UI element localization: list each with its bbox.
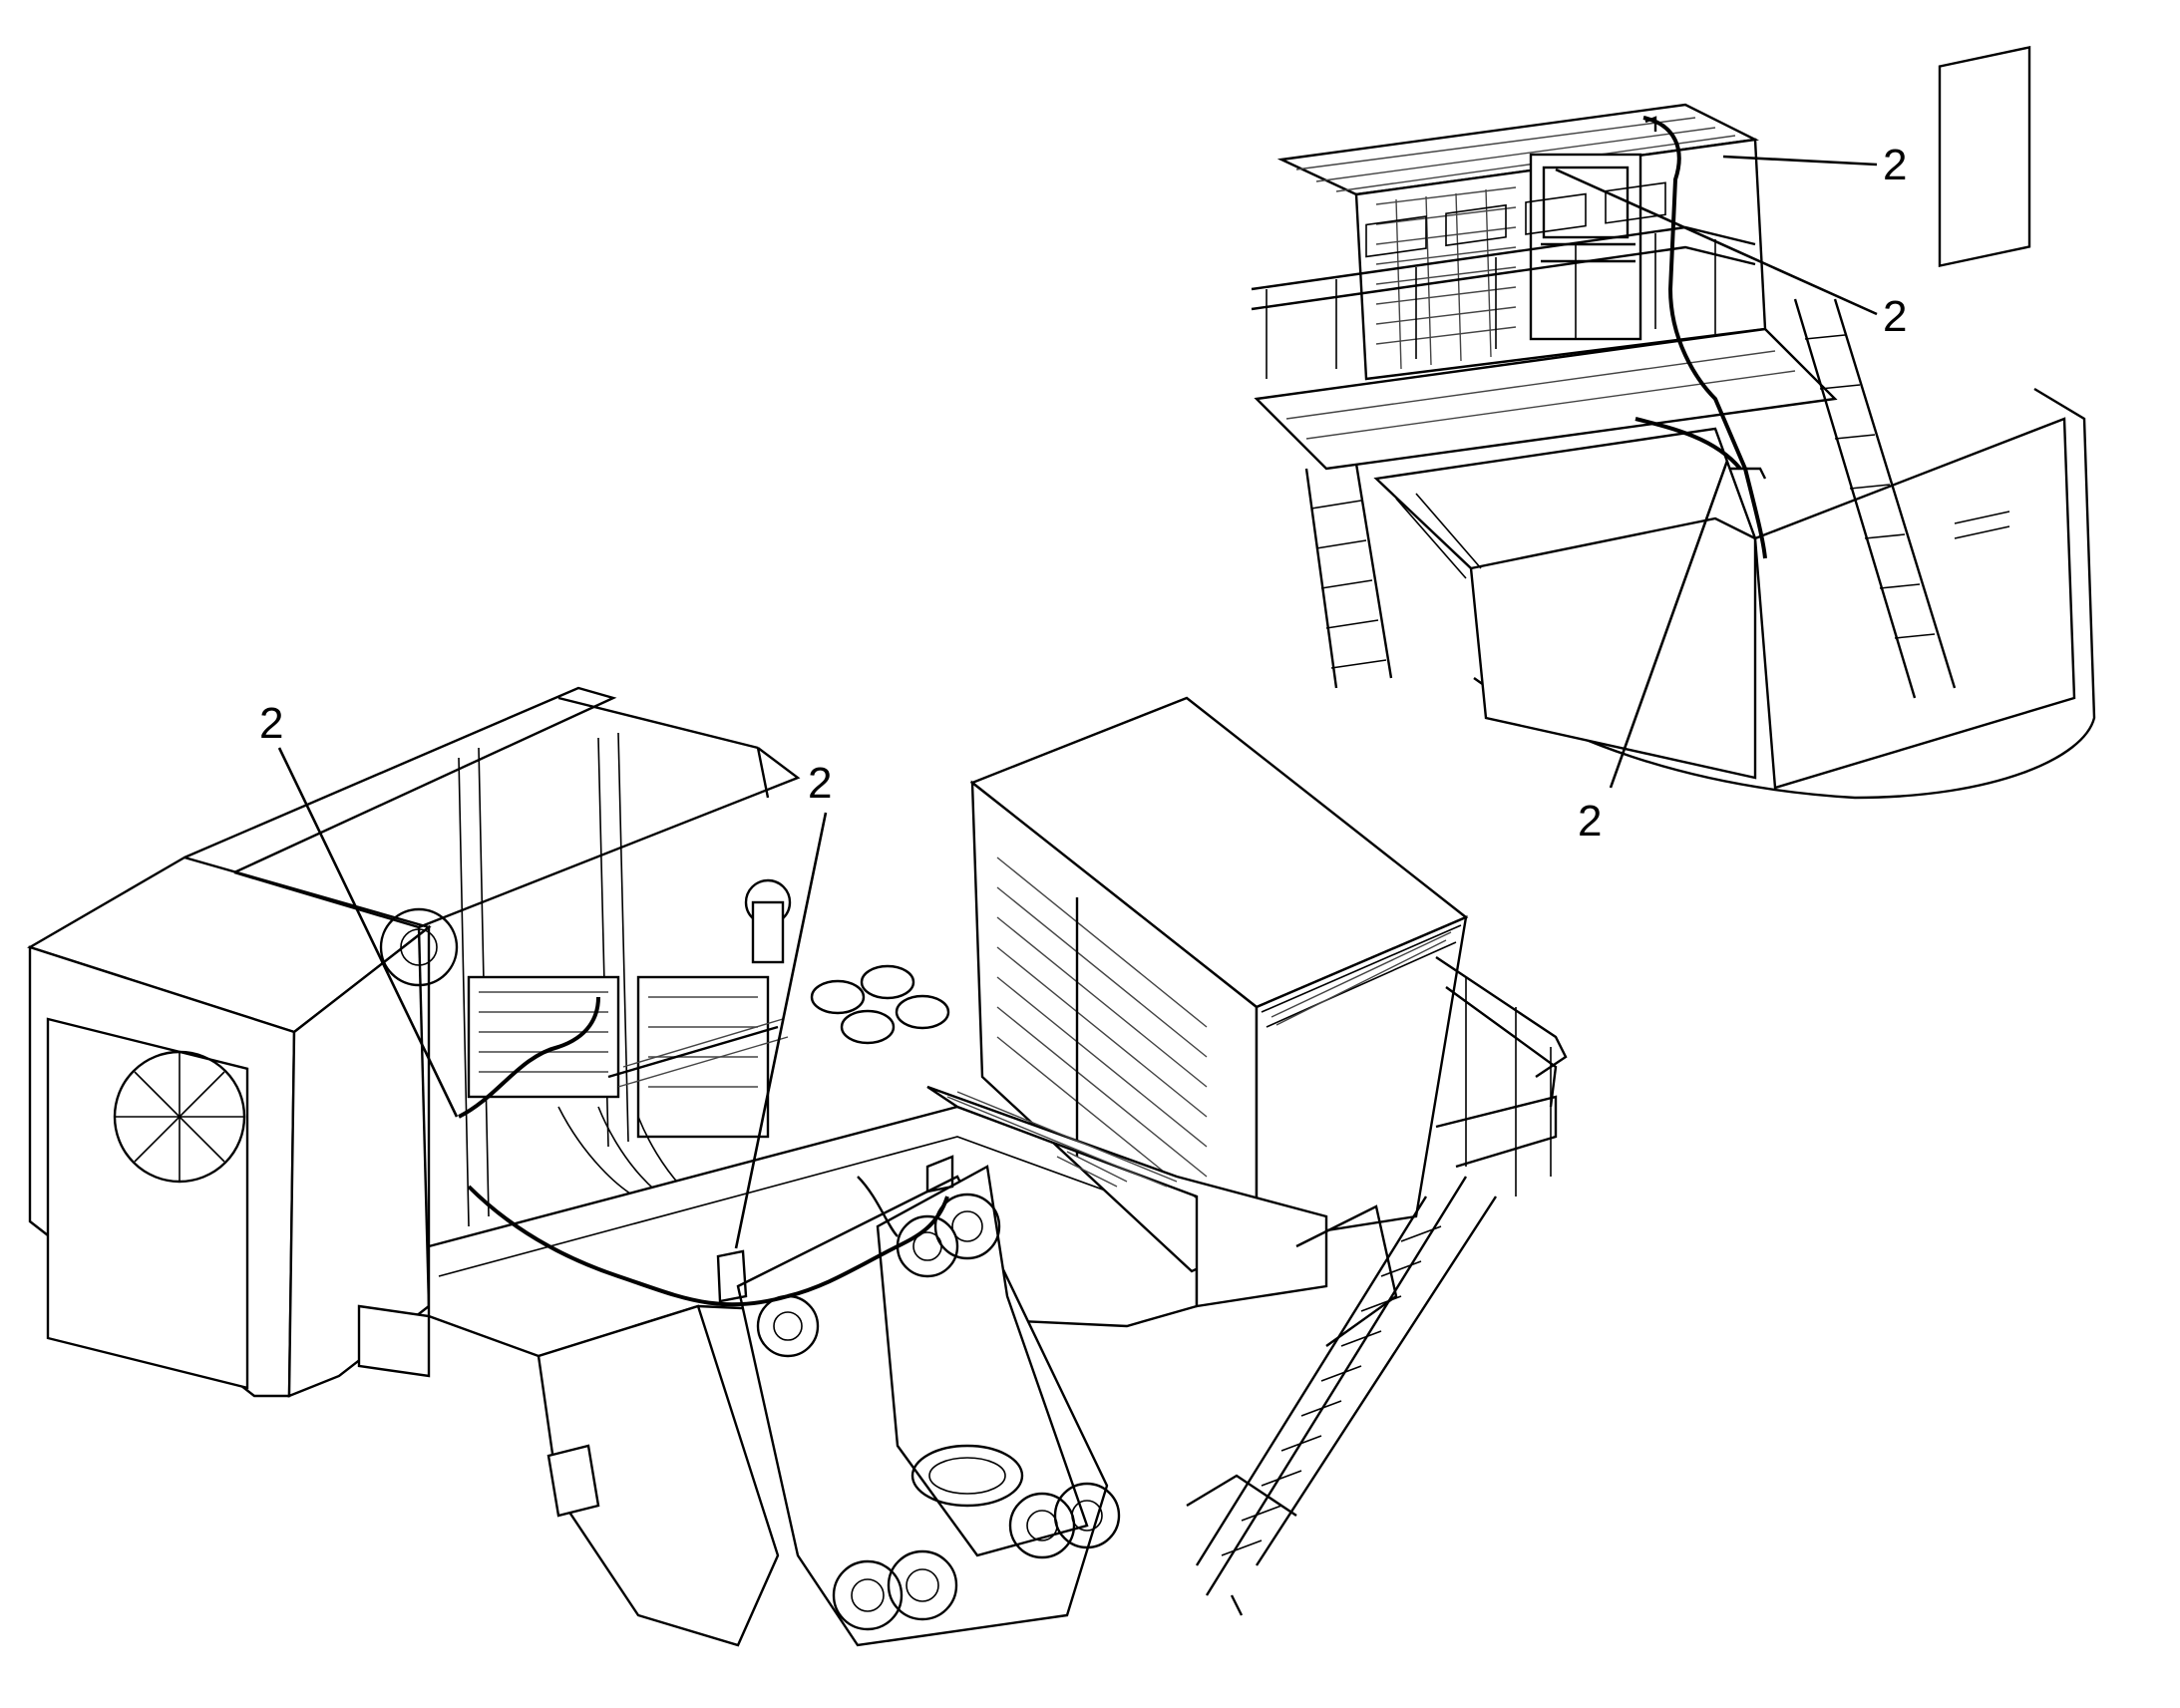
rear-grille (46, 1017, 249, 1390)
inset-ladder (1304, 463, 1393, 689)
callout-label: 2 (1578, 797, 1602, 846)
inset-cab-view (1251, 45, 2096, 800)
stairway (1186, 1176, 1498, 1616)
callout-main-center: 2 (734, 759, 832, 1249)
callout-inset-top: 2 (1722, 141, 1907, 189)
callout-label: 2 (1883, 292, 1907, 341)
inset-side-door (1938, 45, 2031, 268)
inset-stair (1793, 298, 1957, 699)
callout-inset-middle: 2 (1555, 168, 1907, 341)
main-machine-view (27, 686, 1568, 1647)
callout-label: 2 (1883, 141, 1907, 189)
engine-bay-frame (183, 686, 801, 1307)
inset-hood-box (1373, 427, 1757, 780)
loader-linkage (736, 1165, 1121, 1647)
callout-label: 2 (808, 759, 832, 808)
inset-harness-route[interactable] (1635, 116, 1767, 559)
callout-inset-bottom: 2 (1578, 460, 1729, 846)
deck-grate (946, 1091, 1178, 1188)
cab-louvers (996, 856, 1208, 1207)
right-handrail (1435, 956, 1568, 1196)
main-harness-route[interactable] (458, 996, 954, 1307)
callout-label: 2 (259, 699, 283, 748)
engine-components (379, 878, 950, 1222)
inset-side-panel (1753, 417, 2076, 790)
right-deck (926, 1085, 1328, 1308)
cab-enclosure-side (1255, 915, 1468, 1243)
callout-main-left: 2 (259, 699, 459, 1118)
